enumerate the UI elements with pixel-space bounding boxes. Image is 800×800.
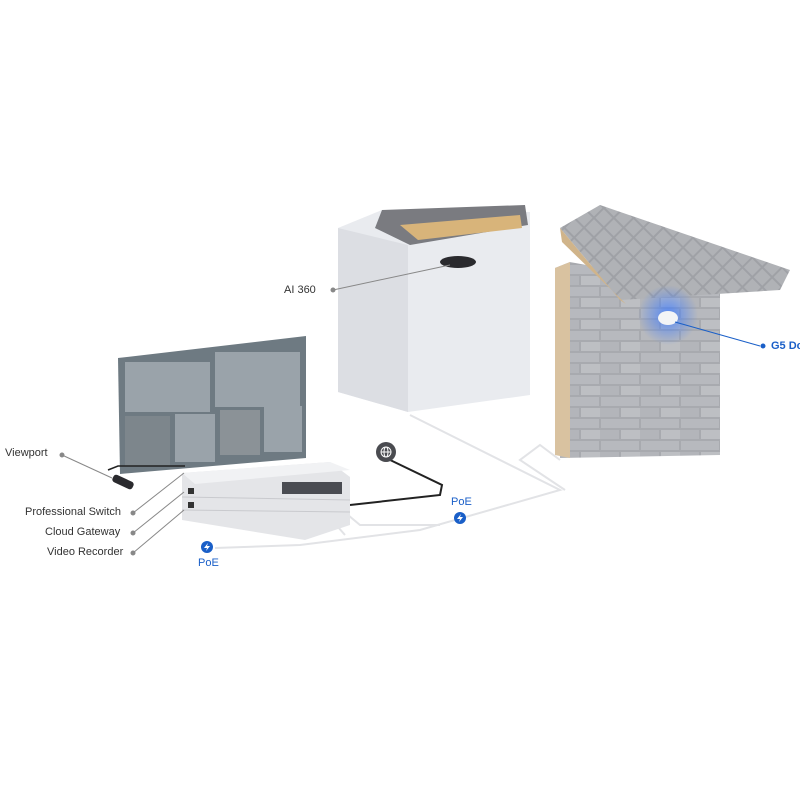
lightning-icon bbox=[201, 541, 213, 553]
internet-cable bbox=[349, 457, 444, 506]
brick-wall bbox=[555, 205, 790, 458]
globe-icon bbox=[376, 442, 396, 462]
g5-dome-leader-line bbox=[674, 321, 766, 349]
label-g5-dome: G5 Dome bbox=[771, 340, 800, 352]
label-video-recorder: Video Recorder bbox=[47, 546, 124, 558]
g5-dome-camera bbox=[658, 311, 678, 325]
poe-label: PoE bbox=[198, 557, 219, 569]
ai360-ceiling bbox=[338, 205, 530, 412]
monitor bbox=[107, 336, 306, 490]
label-professional-switch: Professional Switch bbox=[25, 506, 121, 518]
label-viewport: Viewport bbox=[5, 447, 48, 459]
label-ai360: AI 360 bbox=[284, 284, 316, 296]
lightning-icon bbox=[454, 512, 466, 524]
label-cloud-gateway: Cloud Gateway bbox=[45, 526, 121, 538]
viewport-device bbox=[112, 474, 134, 490]
device-stack bbox=[181, 462, 351, 540]
poe-label: PoE bbox=[451, 496, 472, 508]
leader-lines bbox=[59, 264, 451, 556]
